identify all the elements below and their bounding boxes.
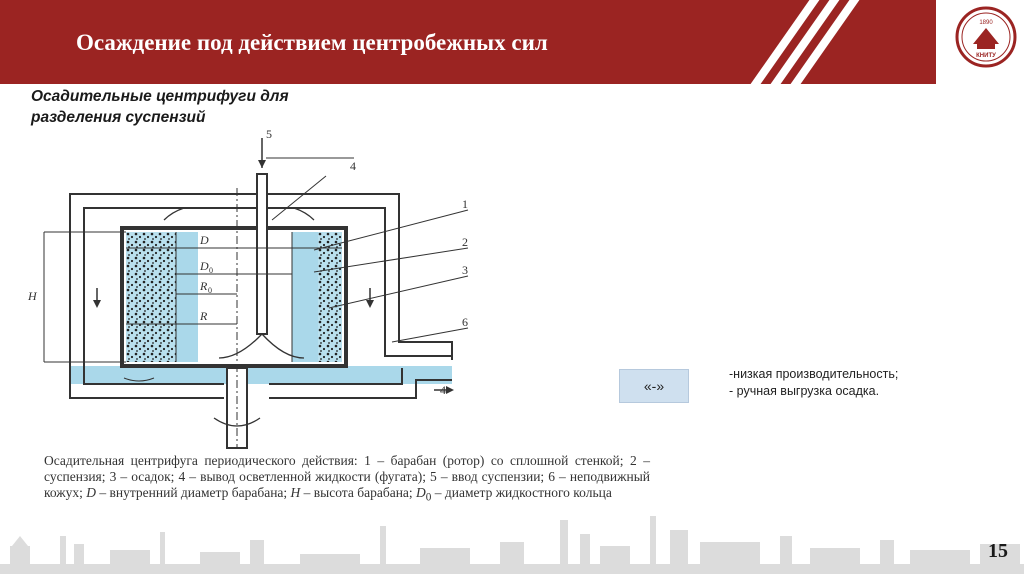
- logo-year: 1890: [979, 20, 993, 26]
- suspension-right: [292, 232, 318, 362]
- slide-title: Осаждение под действием центробежных сил: [76, 30, 548, 55]
- casing: [69, 193, 453, 366]
- page-number: 15: [988, 540, 1008, 562]
- label-3: 3: [462, 263, 468, 277]
- disadvantages-badge: «-»: [619, 369, 689, 403]
- sediment-right: [318, 232, 342, 362]
- svg-text:0: 0: [209, 266, 213, 275]
- university-logo-icon: 1890 КНИТУ: [955, 6, 1017, 68]
- label-5: 5: [266, 128, 272, 141]
- diagram-caption: Осадительная центрифуга периодического д…: [44, 453, 650, 504]
- industrial-skyline-decoration: [0, 516, 1024, 574]
- label-D: D: [199, 233, 209, 247]
- feed-pipe: [256, 173, 268, 335]
- sediment-left: [126, 232, 176, 362]
- disadvantages-list: -низкая производительность; - ручная выг…: [729, 366, 999, 400]
- section-subtitle: Осадительные центрифуги для разделения с…: [31, 86, 371, 128]
- subtitle-line-2: разделения суспензий: [31, 109, 206, 126]
- label-4-top: 4: [350, 159, 356, 173]
- centrifuge-diagram: 5 4 1 2 3 6 4 D D 0 R 0 R H: [27, 128, 469, 449]
- logo-text: КНИТУ: [976, 53, 996, 59]
- label-H: H: [27, 289, 38, 303]
- label-R0: R: [199, 279, 208, 293]
- label-4-bottom: 4: [440, 383, 446, 397]
- liquid-pool: [70, 366, 452, 384]
- label-6: 6: [462, 315, 468, 329]
- subtitle-line-1: Осадительные центрифуги для: [31, 88, 289, 105]
- label-D0: D: [199, 259, 209, 273]
- label-2: 2: [462, 235, 468, 249]
- disadvantage-item: - ручная выгрузка осадка.: [729, 384, 880, 398]
- label-1: 1: [462, 197, 468, 211]
- svg-text:0: 0: [208, 286, 212, 295]
- suspension-left: [176, 232, 198, 362]
- label-R: R: [199, 309, 208, 323]
- drum-rotor: [120, 226, 348, 368]
- disadvantages-badge-label: «-»: [643, 378, 665, 394]
- disadvantage-item: -низкая производительность;: [729, 367, 899, 381]
- header-bar: Осаждение под действием центробежных сил: [0, 0, 936, 84]
